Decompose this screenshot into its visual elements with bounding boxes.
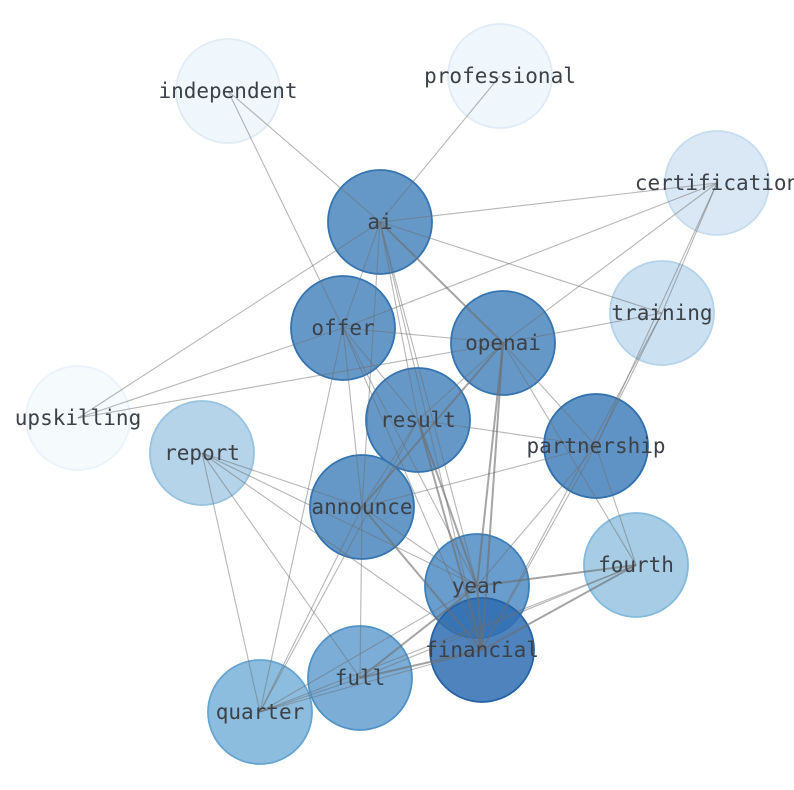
edge-upskilling-offer	[77, 327, 344, 419]
edge-certification-ai	[379, 182, 718, 223]
edge-report-financial	[201, 452, 483, 651]
edge-result-year	[417, 419, 478, 587]
edge-partnership-financial	[481, 445, 597, 651]
edge-year-financial	[476, 585, 483, 651]
edge-year-full	[359, 585, 478, 679]
edge-independent-ai	[227, 90, 381, 223]
edge-certification-training	[661, 182, 718, 314]
edge-financial-fourth	[481, 564, 637, 651]
edge-announce-year	[361, 506, 478, 587]
edge-report-year	[201, 452, 478, 587]
edge-announce-quarter	[259, 506, 363, 713]
edge-ai-openai	[379, 221, 504, 344]
edge-financial-full	[359, 649, 483, 679]
edge-report-announce	[201, 452, 363, 508]
edge-offer-announce	[342, 327, 363, 508]
edge-year-quarter	[259, 585, 478, 713]
edge-offer-year	[342, 327, 478, 587]
edge-certification-offer	[342, 182, 718, 329]
edge-result-announce	[361, 419, 419, 508]
edge-partnership-year	[476, 445, 597, 587]
edge-full-quarter	[259, 677, 361, 713]
edge-fourth-quarter	[259, 564, 637, 713]
edge-ai-year	[379, 221, 478, 587]
edge-ai-offer	[342, 221, 381, 329]
edge-openai-year	[476, 342, 504, 587]
edge-openai-result	[417, 342, 504, 421]
edge-result-partnership	[417, 419, 597, 447]
edge-training-ai	[379, 221, 663, 314]
edge-openai-partnership	[502, 342, 597, 447]
edge-training-partnership	[595, 312, 663, 447]
edge-ai-announce	[361, 221, 381, 508]
edge-year-fourth	[476, 564, 637, 587]
edge-openai-fourth	[502, 342, 637, 566]
edge-announce-full	[359, 506, 363, 679]
edge-training-openai	[502, 312, 663, 344]
edge-report-full	[201, 452, 361, 679]
edge-offer-quarter	[259, 327, 344, 713]
edge-result-quarter	[259, 419, 419, 713]
edge-upskilling-ai	[77, 221, 381, 419]
edge-professional-ai	[379, 75, 501, 223]
edge-ai-financial	[379, 221, 483, 651]
edge-financial-quarter	[259, 649, 483, 713]
edge-certification-openai	[502, 182, 718, 344]
edge-independent-offer	[227, 90, 344, 329]
edge-partnership-fourth	[595, 445, 637, 566]
edge-upskilling-openai	[77, 342, 504, 419]
edge-report-quarter	[201, 452, 261, 713]
edge-result-financial	[417, 419, 483, 651]
edge-training-financial	[481, 312, 663, 651]
edge-offer-result	[342, 327, 419, 421]
edge-announce-financial	[361, 506, 483, 651]
edge-full-fourth	[359, 564, 637, 679]
edge-openai-financial	[481, 342, 504, 651]
edge-partnership-announce	[361, 445, 597, 508]
edge-ai-result	[379, 221, 419, 421]
edge-offer-openai	[342, 327, 504, 344]
